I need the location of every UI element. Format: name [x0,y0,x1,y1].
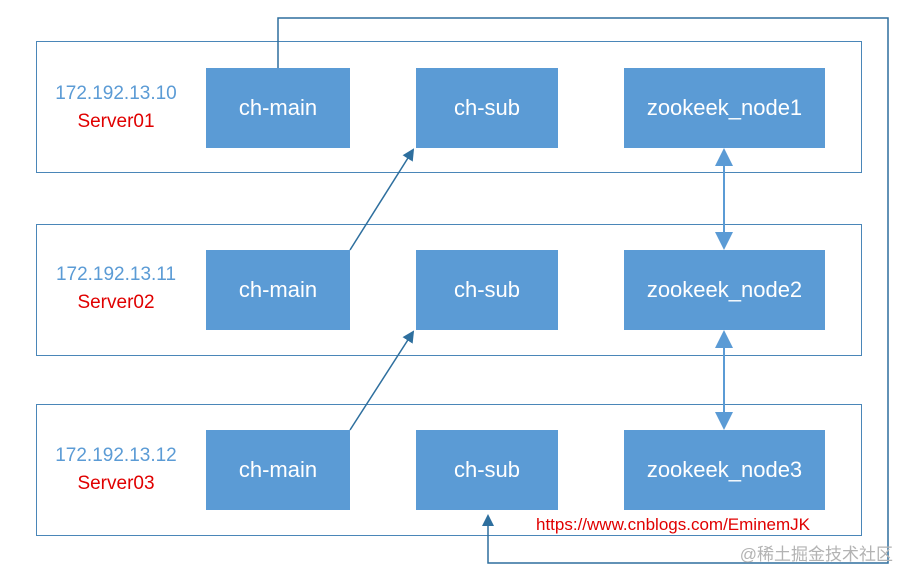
server-label-3: 172.192.13.12 Server03 [36,442,196,498]
server-name: Server02 [77,292,155,313]
server-name: Server01 [77,111,155,132]
node-ch-sub-2: ch-sub [416,250,558,330]
node-zookeeper-3: zookeek_node3 [624,430,825,510]
node-ch-sub-3: ch-sub [416,430,558,510]
node-ch-main-2: ch-main [206,250,350,330]
watermark-url: https://www.cnblogs.com/EminemJK [534,515,812,535]
node-ch-sub-1: ch-sub [416,68,558,148]
node-zookeeper-1: zookeek_node1 [624,68,825,148]
server-ip: 172.192.13.10 [55,83,177,104]
server-label-1: 172.192.13.10 Server01 [36,80,196,136]
server-ip: 172.192.13.12 [55,445,177,466]
watermark-site: @稀土掘金技术社区 [739,545,893,564]
node-zookeeper-2: zookeek_node2 [624,250,825,330]
server-ip: 172.192.13.11 [55,264,177,285]
server-name: Server03 [77,473,155,494]
node-ch-main-1: ch-main [206,68,350,148]
node-ch-main-3: ch-main [206,430,350,510]
server-label-2: 172.192.13.11 Server02 [36,261,196,317]
